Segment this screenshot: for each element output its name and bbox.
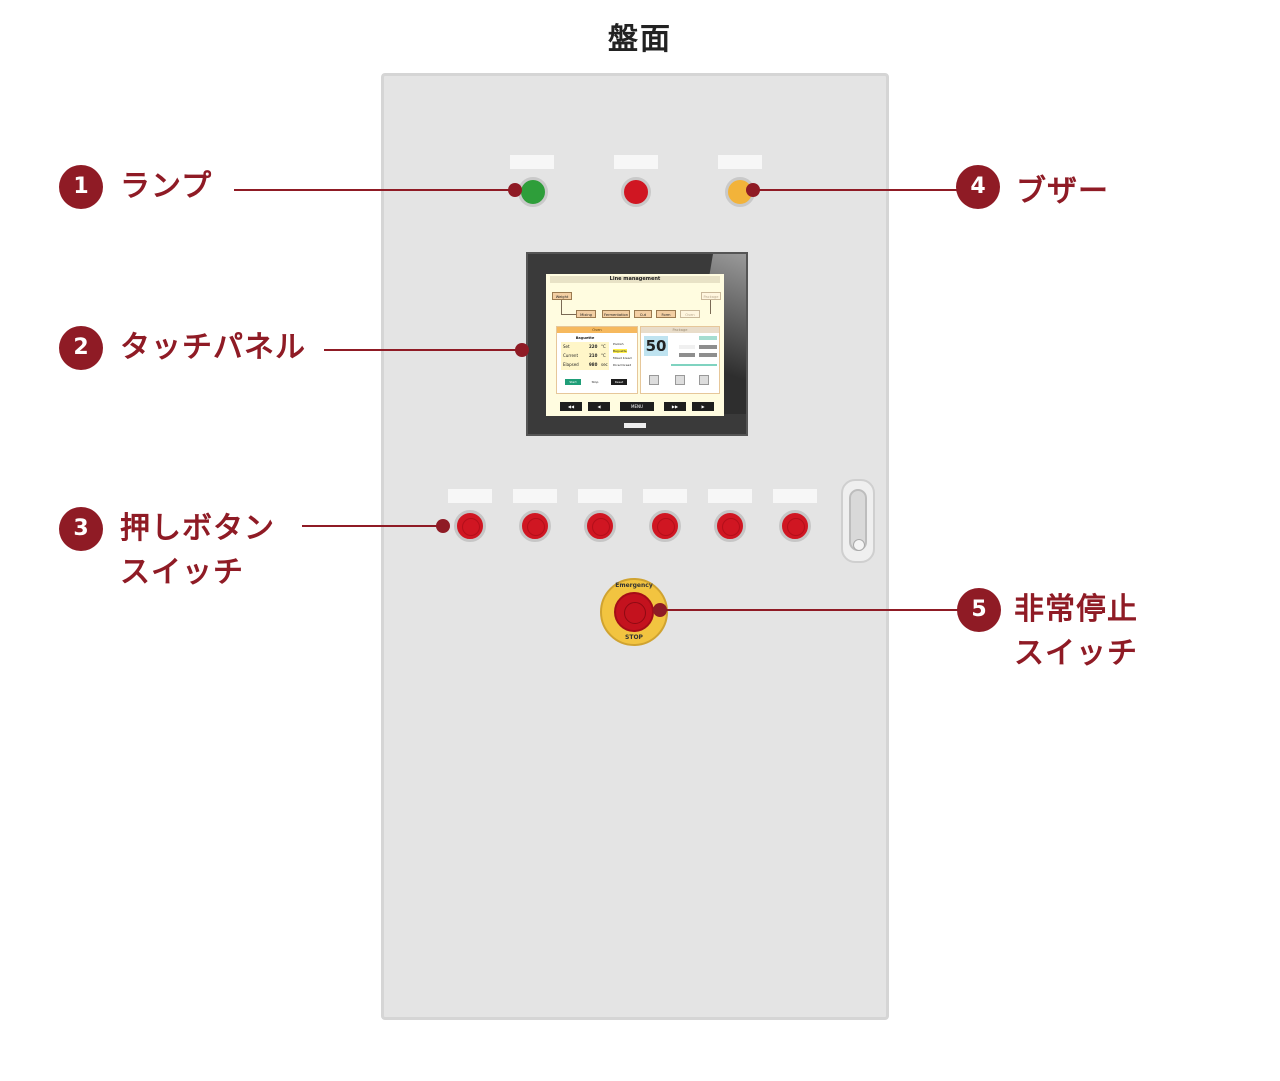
door-handle[interactable] [841,479,875,563]
package-icon [649,375,659,385]
leader-dot-buzzer [746,183,760,197]
red-lamp [621,177,651,207]
keyhole-icon [853,539,865,551]
push-button[interactable] [584,510,616,542]
button-nameplate [643,489,687,503]
oven-panel-header: Oven [557,327,637,333]
lamp-nameplate [614,155,658,169]
leader-line-push-button [302,525,444,527]
callout-label-estop-line1: 非常停止 [1014,592,1138,627]
emergency-stop-button[interactable] [614,592,654,632]
button-nameplate [578,489,622,503]
callout-label-estop-line2: スイッチ [1014,636,1138,671]
callout-label-push-button-line2: スイッチ [120,555,244,590]
oven-set-label: Set [563,344,570,349]
package-field [699,353,717,357]
lamp-nameplate [718,155,762,169]
oven-stop-button[interactable]: Stop [591,380,599,384]
lamp-nameplate [510,155,554,169]
package-field [699,345,717,349]
package-status-bar [699,336,717,340]
green-lamp [518,177,548,207]
flow-package[interactable]: Package [701,292,721,300]
nav-forward-button[interactable]: ▶ [692,402,714,411]
leader-line-estop [660,609,958,611]
package-progress-bar [671,364,717,366]
package-count: 50 [644,336,668,356]
callout-label-touch-panel: タッチパネル [120,330,306,365]
button-nameplate [448,489,492,503]
control-cabinet [381,73,889,1020]
push-button[interactable] [649,510,681,542]
leader-line-lamp [234,189,516,191]
oven-elapsed-label: Elapsed [563,362,579,367]
estop-bottom-text: STOP [625,634,643,641]
touch-panel-indicator [624,423,646,428]
oven-set-unit: °C [601,344,606,349]
push-button[interactable] [714,510,746,542]
oven-elapsed-unit: sec [601,362,608,367]
nav-back-button[interactable]: ◀ [588,402,610,411]
flow-connector [561,314,576,315]
flow-mixing[interactable]: Mixing [576,310,596,318]
screen-title: Line management [550,276,720,283]
touch-panel-screen[interactable]: Line management Weight Package Mixing Fe… [546,274,724,416]
touch-panel[interactable]: Line management Weight Package Mixing Fe… [526,252,748,436]
push-button[interactable] [519,510,551,542]
flow-weight[interactable]: Weight [552,292,572,300]
oven-current-label: Current [563,353,579,358]
oven-current-value: 210 [589,353,598,358]
estop-top-text: Emergency [615,582,653,589]
package-field [679,353,695,357]
flow-connector [561,300,562,314]
recipe-item[interactable]: Baguette [613,349,627,353]
nav-fastforward-button[interactable]: ▶▶ [664,402,686,411]
push-button[interactable] [454,510,486,542]
oven-start-button[interactable]: Start [565,379,581,385]
package-field [679,345,695,349]
flow-connector [710,300,711,314]
leader-dot-estop [653,603,667,617]
nav-menu-button[interactable]: MENU [620,402,654,411]
callout-badge-2: 2 [59,326,103,370]
callout-label-buzzer: ブザー [1016,174,1109,209]
flow-cut[interactable]: Cut [634,310,652,318]
button-nameplate [513,489,557,503]
oven-reset-button[interactable]: Reset [611,379,627,385]
package-icon [675,375,685,385]
recipe-item[interactable]: Mixed bread [613,356,632,360]
oven-panel: Oven Baguette Set 220 °C Current 210 °C … [556,326,638,394]
leader-dot-push-button [436,519,450,533]
flow-form[interactable]: Form [656,310,676,318]
package-icon [699,375,709,385]
oven-elapsed-value: 980 [589,362,598,367]
oven-current-unit: °C [601,353,606,358]
leader-dot-touch-panel [515,343,529,357]
package-panel: Package 50 [640,326,720,394]
leader-dot-lamp [508,183,522,197]
push-button[interactable] [779,510,811,542]
package-panel-header: Package [641,327,719,333]
callout-badge-5: 5 [957,588,1001,632]
callout-label-lamp: ランプ [120,169,213,204]
button-nameplate [773,489,817,503]
leader-line-touch-panel [324,349,520,351]
leader-line-buzzer [752,189,958,191]
page-title: 盤面 [608,22,672,57]
callout-badge-1: 1 [59,165,103,209]
recipe-item[interactable]: Poolish [613,342,624,346]
oven-set-value: 220 [589,344,598,349]
callout-label-push-button-line1: 押しボタン [120,511,275,546]
oven-values-box: Set 220 °C Current 210 °C Elapsed 980 se… [561,342,609,370]
nav-rewind-button[interactable]: ◀◀ [560,402,582,411]
button-nameplate [708,489,752,503]
flow-fermentation[interactable]: Fermentation [602,310,630,318]
oven-recipe-name: Baguette [575,336,595,340]
callout-badge-3: 3 [59,507,103,551]
recipe-item[interactable]: Diced bread [613,363,632,367]
callout-badge-4: 4 [956,165,1000,209]
screen-navigation: ◀◀ ◀ MENU ▶▶ ▶ [556,402,714,411]
flow-oven[interactable]: Oven [680,310,700,318]
